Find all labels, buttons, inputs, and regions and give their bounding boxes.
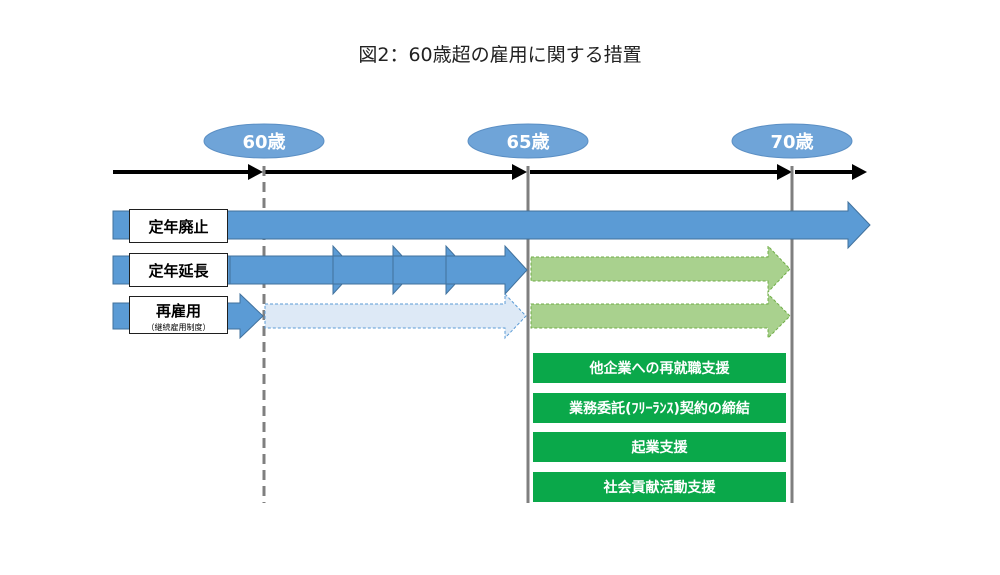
abolition-arrow: [112, 200, 871, 250]
age-label-70: 70歳: [770, 132, 813, 153]
row-label-reemployment-sub: （継続雇用制度）: [146, 323, 211, 332]
measure-startup-support: 起業支援: [533, 432, 786, 462]
age-marker-65: 65歳: [467, 123, 589, 159]
age-marker-60: 60歳: [203, 123, 325, 159]
diagram-title: 図2：60歳超の雇用に関する措置: [358, 44, 642, 66]
age-label-65: 65歳: [506, 132, 549, 153]
age-marker-70: 70歳: [731, 123, 853, 159]
measure-reemployment-support: 他企業への再就職支援: [533, 353, 786, 383]
row-label-reemployment: 再雇用 （継続雇用制度）: [129, 296, 228, 334]
row-label-extension: 定年延長: [129, 253, 228, 287]
measure-outsourcing-contract: 業務委託(ﾌﾘｰﾗﾝｽ)契約の締結: [533, 393, 786, 423]
extension-green-arrow: [530, 244, 791, 294]
row-label-abolition: 定年廃止: [129, 209, 228, 243]
age-label-60: 60歳: [242, 132, 285, 153]
timeline: [113, 164, 867, 180]
row-label-extension-text: 定年延長: [148, 262, 209, 280]
row-label-reemployment-text: 再雇用: [155, 302, 201, 320]
row-label-abolition-text: 定年廃止: [148, 218, 209, 236]
reemployment-light-arrow: [264, 292, 527, 340]
measure-social-contribution: 社会貢献活動支援: [533, 472, 786, 502]
reemployment-green-arrow: [530, 292, 791, 340]
